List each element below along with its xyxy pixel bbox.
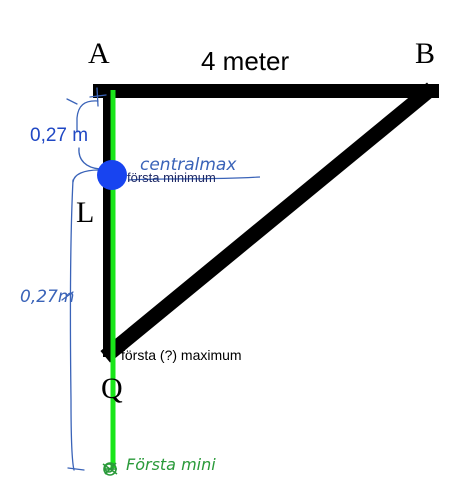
distance-top-label: 0,27 m bbox=[30, 125, 88, 146]
measure-bracket bbox=[61, 87, 107, 471]
central-max-label: centralmax bbox=[140, 155, 237, 175]
point-label-l: L bbox=[76, 196, 94, 229]
bracket-notch-mid bbox=[61, 291, 74, 301]
bottom-scribble bbox=[102, 462, 118, 476]
side-length-label: 4 meter bbox=[201, 46, 289, 76]
bracket-long-line bbox=[69, 179, 75, 471]
first-minimum-label: första minimum bbox=[127, 170, 216, 185]
bracket-upper-curve bbox=[76, 100, 99, 133]
bracket-lower-curve bbox=[78, 147, 101, 170]
point-label-q: Q bbox=[101, 372, 123, 405]
first-maximum-label: första (?) maximum bbox=[121, 347, 242, 363]
bracket-top-cross bbox=[96, 87, 99, 107]
triangle bbox=[93, 82, 439, 363]
first-minimum-underline bbox=[127, 176, 261, 181]
first-minimum-dot bbox=[97, 160, 127, 190]
distance-side-label: 0,27m bbox=[20, 287, 74, 307]
bracket-notch-top bbox=[66, 98, 78, 105]
triangle-hypotenuse bbox=[100, 82, 437, 363]
first-min-bottom-label: Första mini bbox=[126, 455, 216, 474]
vertex-label-b: B bbox=[415, 37, 435, 70]
bracket-bottom-tick bbox=[67, 467, 85, 471]
bracket-mid-curve bbox=[72, 169, 100, 183]
vertex-label-a: A bbox=[88, 37, 110, 70]
